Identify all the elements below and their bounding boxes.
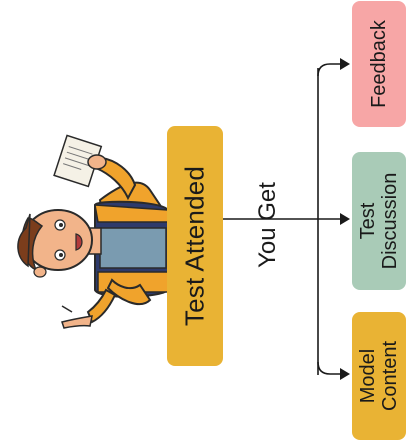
test-discussion-box	[352, 152, 406, 290]
test-attended-label: Test Attended	[179, 165, 210, 327]
branch-curve-top	[317, 63, 344, 77]
arrow-discussion-icon	[340, 213, 350, 225]
model-content-box	[352, 312, 406, 440]
branch-curve-bottom	[317, 361, 344, 375]
test-attended-box	[167, 126, 223, 366]
mouth	[75, 233, 83, 251]
upper-hand	[87, 154, 107, 170]
arrow-model-icon	[340, 368, 350, 380]
you-get-label: You Get	[253, 182, 281, 268]
connector-lines	[223, 63, 344, 375]
lower-forearm	[86, 288, 117, 324]
student-body-group	[17, 134, 169, 329]
ear	[33, 266, 47, 278]
finger	[61, 305, 73, 313]
hair-top	[17, 213, 31, 268]
test-discussion-label: Test Discussion	[357, 172, 401, 270]
arrowheads	[340, 58, 350, 380]
feedback-box	[352, 1, 406, 127]
lower-hand	[61, 315, 93, 329]
feedback-label: Feedback	[368, 20, 390, 108]
lower-arm-sleeve	[106, 278, 152, 306]
torso-shirt	[99, 227, 167, 269]
model-content-label: Model Content	[357, 340, 401, 412]
arrow-feedback-icon	[340, 58, 350, 70]
